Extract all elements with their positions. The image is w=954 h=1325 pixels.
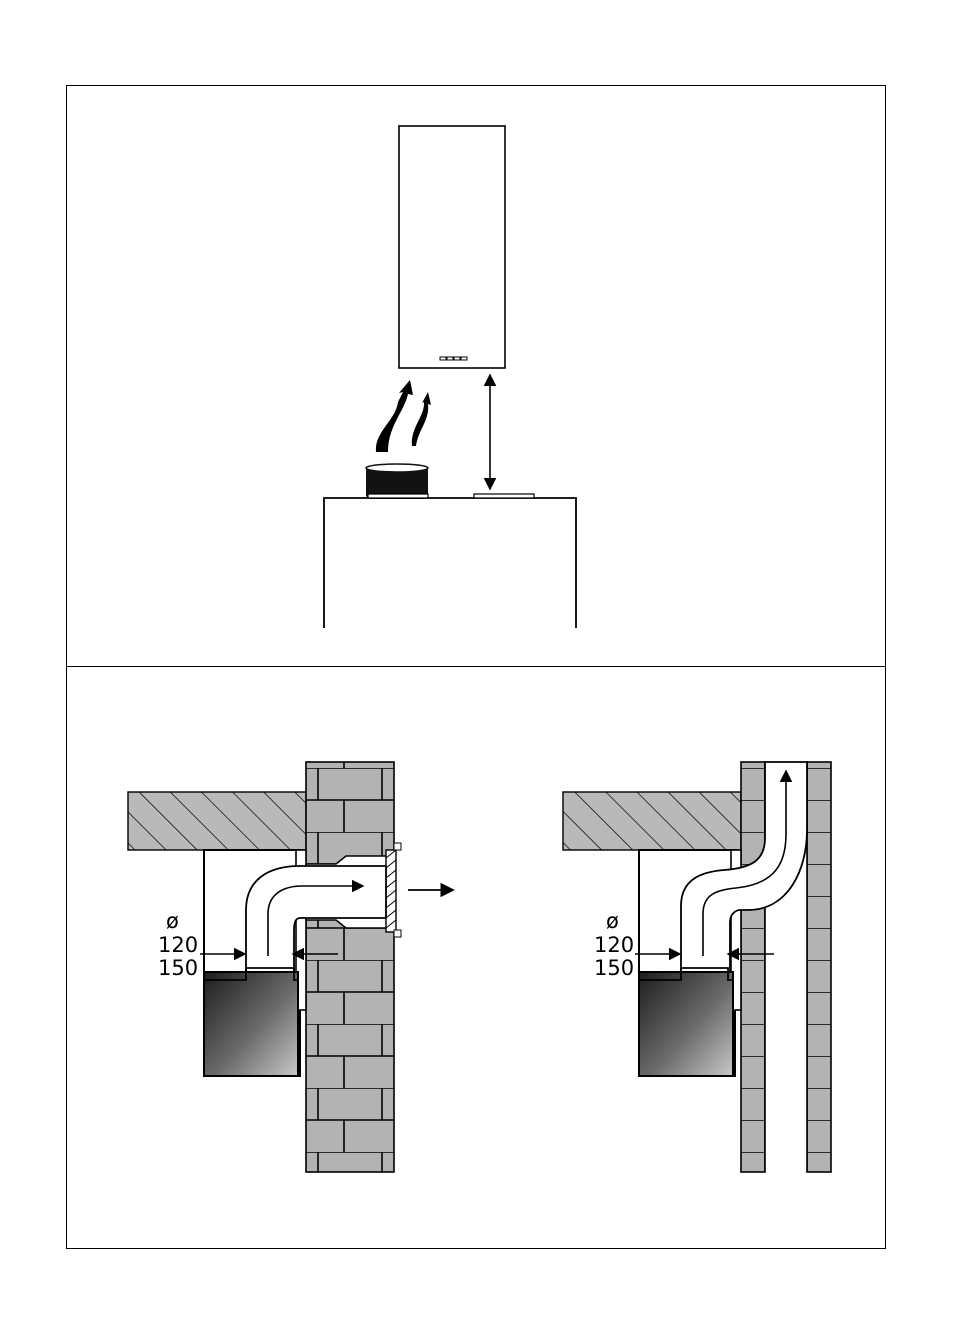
steam-arrow-large <box>376 380 413 452</box>
ceiling-slab-right <box>563 792 741 850</box>
right-install-figure: ø 120 150 <box>563 762 831 1172</box>
motor-box-left <box>204 972 298 1076</box>
diameter-symbol-right: ø <box>606 909 619 933</box>
diameter-symbol-left: ø <box>166 909 179 933</box>
left-install-figure: ø 120 150 <box>128 762 452 1172</box>
hood-control-buttons <box>440 357 467 360</box>
cooktop-counter <box>324 494 576 628</box>
brick-wall-right-a <box>741 762 765 1172</box>
steam-arrow-small <box>412 392 431 446</box>
diameter-value-150-left: 150 <box>158 956 198 980</box>
brick-wall-right-b <box>807 762 831 1172</box>
diameter-value-150-right: 150 <box>594 956 634 980</box>
hood-illustration <box>399 126 505 368</box>
chimney-hood-body <box>399 126 505 368</box>
hob-plate <box>474 494 534 498</box>
steam-arrows <box>376 380 431 452</box>
diameter-value-120-right: 120 <box>594 933 634 957</box>
ceiling-slab-left <box>128 792 306 850</box>
motor-box-right <box>639 972 733 1076</box>
diameter-value-120-left: 120 <box>158 933 198 957</box>
brick-wall-left <box>306 762 394 1172</box>
